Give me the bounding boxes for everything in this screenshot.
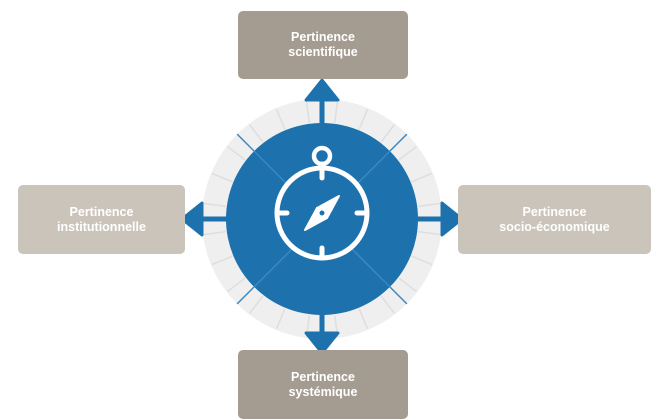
- ring-tick: [398, 277, 417, 293]
- box-right-line1: Pertinence: [522, 204, 587, 219]
- ring-ticks: [203, 100, 441, 338]
- ring-tick: [418, 230, 441, 236]
- ring-tick: [305, 100, 311, 123]
- box-right-line2: socio-économique: [499, 219, 610, 234]
- ring-tick: [398, 145, 417, 161]
- ring-tick: [211, 255, 233, 266]
- ring-tick: [411, 172, 433, 183]
- ring-tick: [203, 202, 226, 208]
- ring-tick: [248, 124, 264, 143]
- ring-tick: [211, 172, 233, 183]
- box-bottom-line2: systémique: [288, 384, 358, 399]
- ring-tick: [275, 108, 286, 130]
- box-left-line2: institutionnelle: [57, 219, 146, 234]
- ring-tick: [333, 100, 339, 123]
- box-top-line2: scientifique: [288, 45, 358, 59]
- ring-tick: [358, 108, 369, 130]
- box-bottom-line1: Pertinence: [291, 369, 355, 384]
- ring-tick: [418, 202, 441, 208]
- ring-tick: [380, 295, 396, 314]
- institutional-relevance-box: Pertinence institutionnelle: [18, 185, 185, 254]
- box-top-line1: Pertinence: [291, 30, 355, 44]
- box-left-line1: Pertinence: [69, 204, 134, 219]
- ring-tick: [203, 230, 226, 236]
- compass-icon: [274, 145, 370, 261]
- scientific-relevance-box: Pertinence scientifique: [238, 11, 408, 79]
- ring-tick: [411, 255, 433, 266]
- ring-tick: [227, 277, 246, 293]
- ring-tick: [358, 308, 369, 330]
- ring-tick: [248, 295, 264, 314]
- ring-tick: [380, 124, 396, 143]
- socio-economic-relevance-box: Pertinence socio-économique: [458, 185, 651, 254]
- systemic-relevance-box: Pertinence systémique: [238, 350, 408, 419]
- ring-tick: [275, 308, 286, 330]
- ring-tick: [227, 145, 246, 161]
